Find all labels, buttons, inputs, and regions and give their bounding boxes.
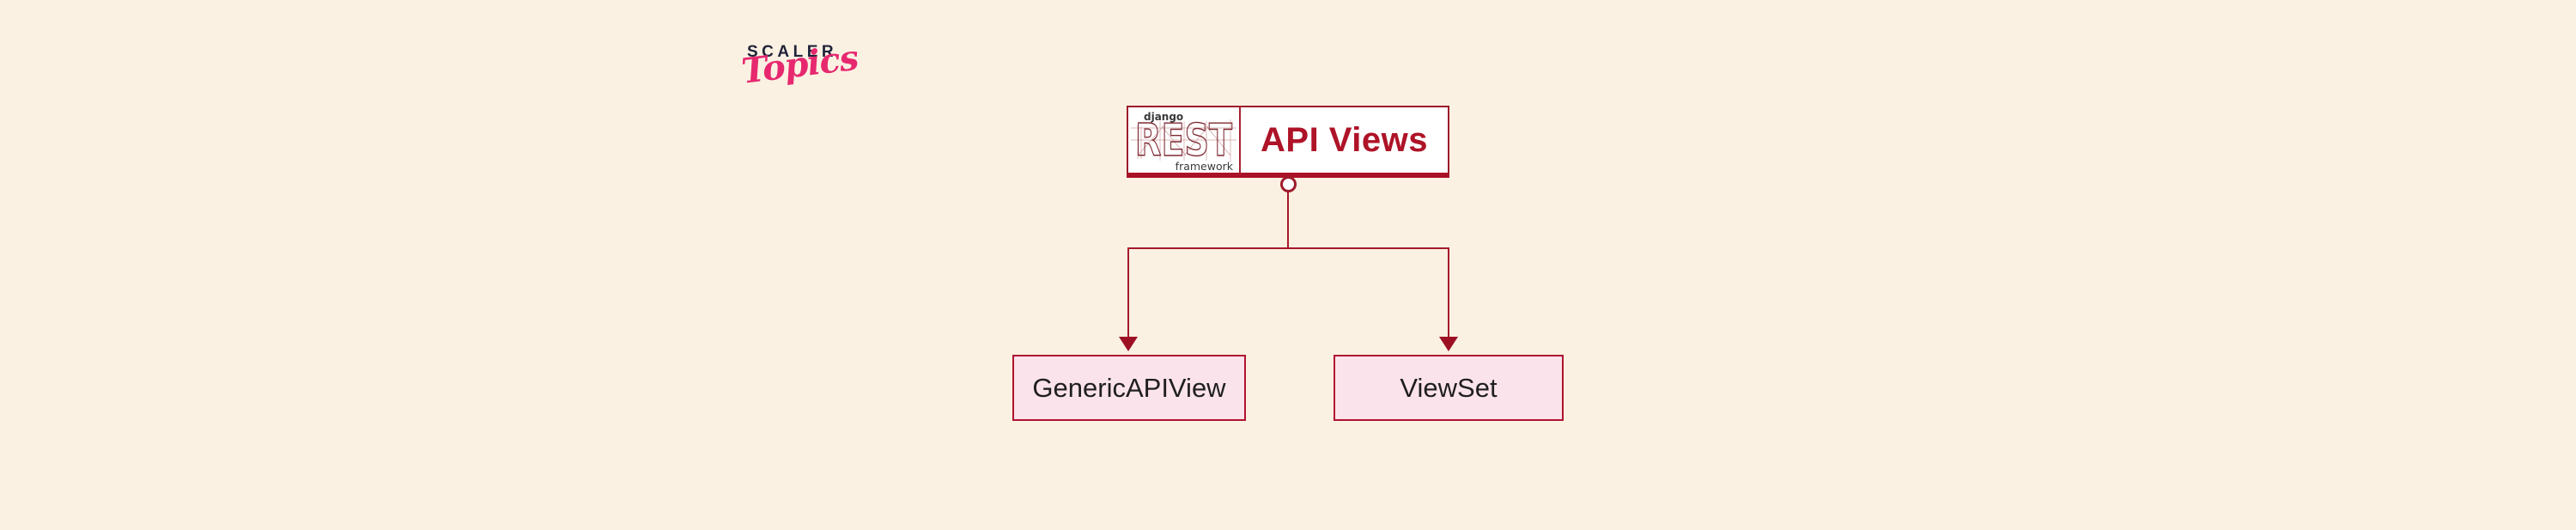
connector-right-branch-line (1448, 247, 1449, 337)
node-viewset-label: ViewSet (1400, 372, 1498, 403)
right-arrowhead-icon (1439, 337, 1458, 351)
node-genericapiview-label: GenericAPIView (1032, 372, 1226, 403)
left-arrowhead-icon (1119, 337, 1138, 351)
connector-socket-circle (1280, 176, 1297, 192)
root-node-label: API Views (1261, 120, 1428, 159)
root-node-api-views: REST django framework API Views (1127, 106, 1449, 178)
rest-wordmark: REST (1135, 115, 1232, 167)
connector-left-branch-line (1127, 247, 1129, 337)
django-rest-framework-logo: REST django framework (1128, 107, 1241, 173)
node-viewset: ViewSet (1334, 355, 1564, 421)
node-genericapiview: GenericAPIView (1012, 355, 1246, 421)
django-wordmark: django (1144, 111, 1183, 123)
brand-wordmark: SCALER (747, 43, 838, 61)
connector-stem-line (1287, 192, 1289, 248)
scaler-topics-logo: SCALER Topics (739, 38, 884, 113)
framework-wordmark: framework (1176, 160, 1234, 173)
django-rest-framework-logo-graphic: REST django framework (1131, 111, 1236, 173)
connector-horizontal-line (1127, 247, 1449, 249)
